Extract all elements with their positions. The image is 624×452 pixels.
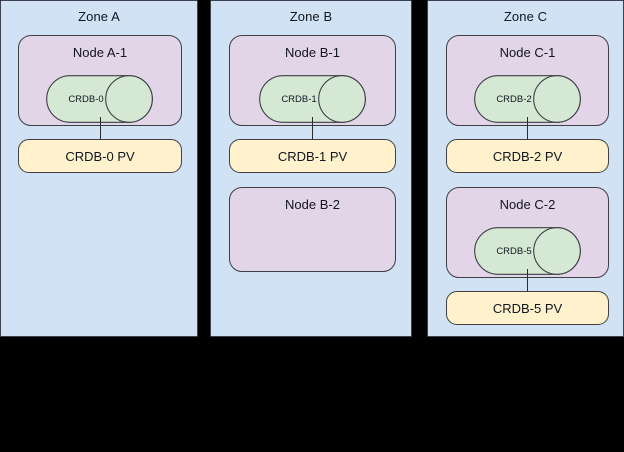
database-cylinder-crdb-2[interactable]: CRDB-2 — [474, 75, 581, 123]
node-box-c-1[interactable]: Node C-1 CRDB-2 — [446, 35, 609, 126]
zone-title-a: Zone A — [78, 9, 120, 24]
pv-box-crdb-5[interactable]: CRDB-5 PV — [446, 291, 609, 325]
connector-node-c-1-to-pv — [527, 117, 529, 139]
pv-box-crdb-1[interactable]: CRDB-1 PV — [229, 139, 396, 173]
node-box-a-1[interactable]: Node A-1 CRDB-0 — [18, 35, 182, 126]
pv-label-crdb-0: CRDB-0 PV — [65, 148, 135, 164]
pv-label-crdb-1: CRDB-1 PV — [277, 148, 348, 164]
node-title-c-1: Node C-1 — [499, 45, 556, 60]
node-title-a-1: Node A-1 — [72, 45, 128, 60]
zone-container-a[interactable]: Zone A Node A-1 CRDB-0 CRDB-0 PV — [0, 0, 198, 337]
database-cylinder-crdb-1[interactable]: CRDB-1 — [259, 75, 366, 123]
connector-node-b-1-to-pv — [312, 117, 314, 139]
node-box-c-2[interactable]: Node C-2 CRDB-5 — [446, 187, 609, 278]
node-title-b-2: Node B-2 — [285, 197, 340, 212]
pv-label-crdb-5: CRDB-5 PV — [492, 300, 563, 316]
connector-node-a-1-to-pv — [100, 117, 102, 139]
node-title-b-1: Node B-1 — [285, 45, 340, 60]
database-cylinder-crdb-0[interactable]: CRDB-0 — [46, 75, 153, 123]
node-box-b-1[interactable]: Node B-1 CRDB-1 — [229, 35, 396, 126]
database-cylinder-crdb-5[interactable]: CRDB-5 — [474, 227, 581, 275]
zone-title-c: Zone C — [503, 9, 548, 24]
node-title-c-2: Node C-2 — [499, 197, 556, 212]
node-box-b-2[interactable]: Node B-2 — [229, 187, 396, 272]
pv-box-crdb-2[interactable]: CRDB-2 PV — [446, 139, 609, 173]
pv-label-crdb-2: CRDB-2 PV — [492, 148, 563, 164]
zone-title-b: Zone B — [289, 9, 333, 24]
pv-box-crdb-0[interactable]: CRDB-0 PV — [18, 139, 182, 173]
connector-node-c-2-to-pv — [527, 269, 529, 291]
zone-container-b[interactable]: Zone B Node B-1 CRDB-1 CRDB-1 PV Node B-… — [210, 0, 412, 337]
zone-container-c[interactable]: Zone C Node C-1 CRDB-2 CRDB-2 PV Node C-… — [427, 0, 624, 337]
